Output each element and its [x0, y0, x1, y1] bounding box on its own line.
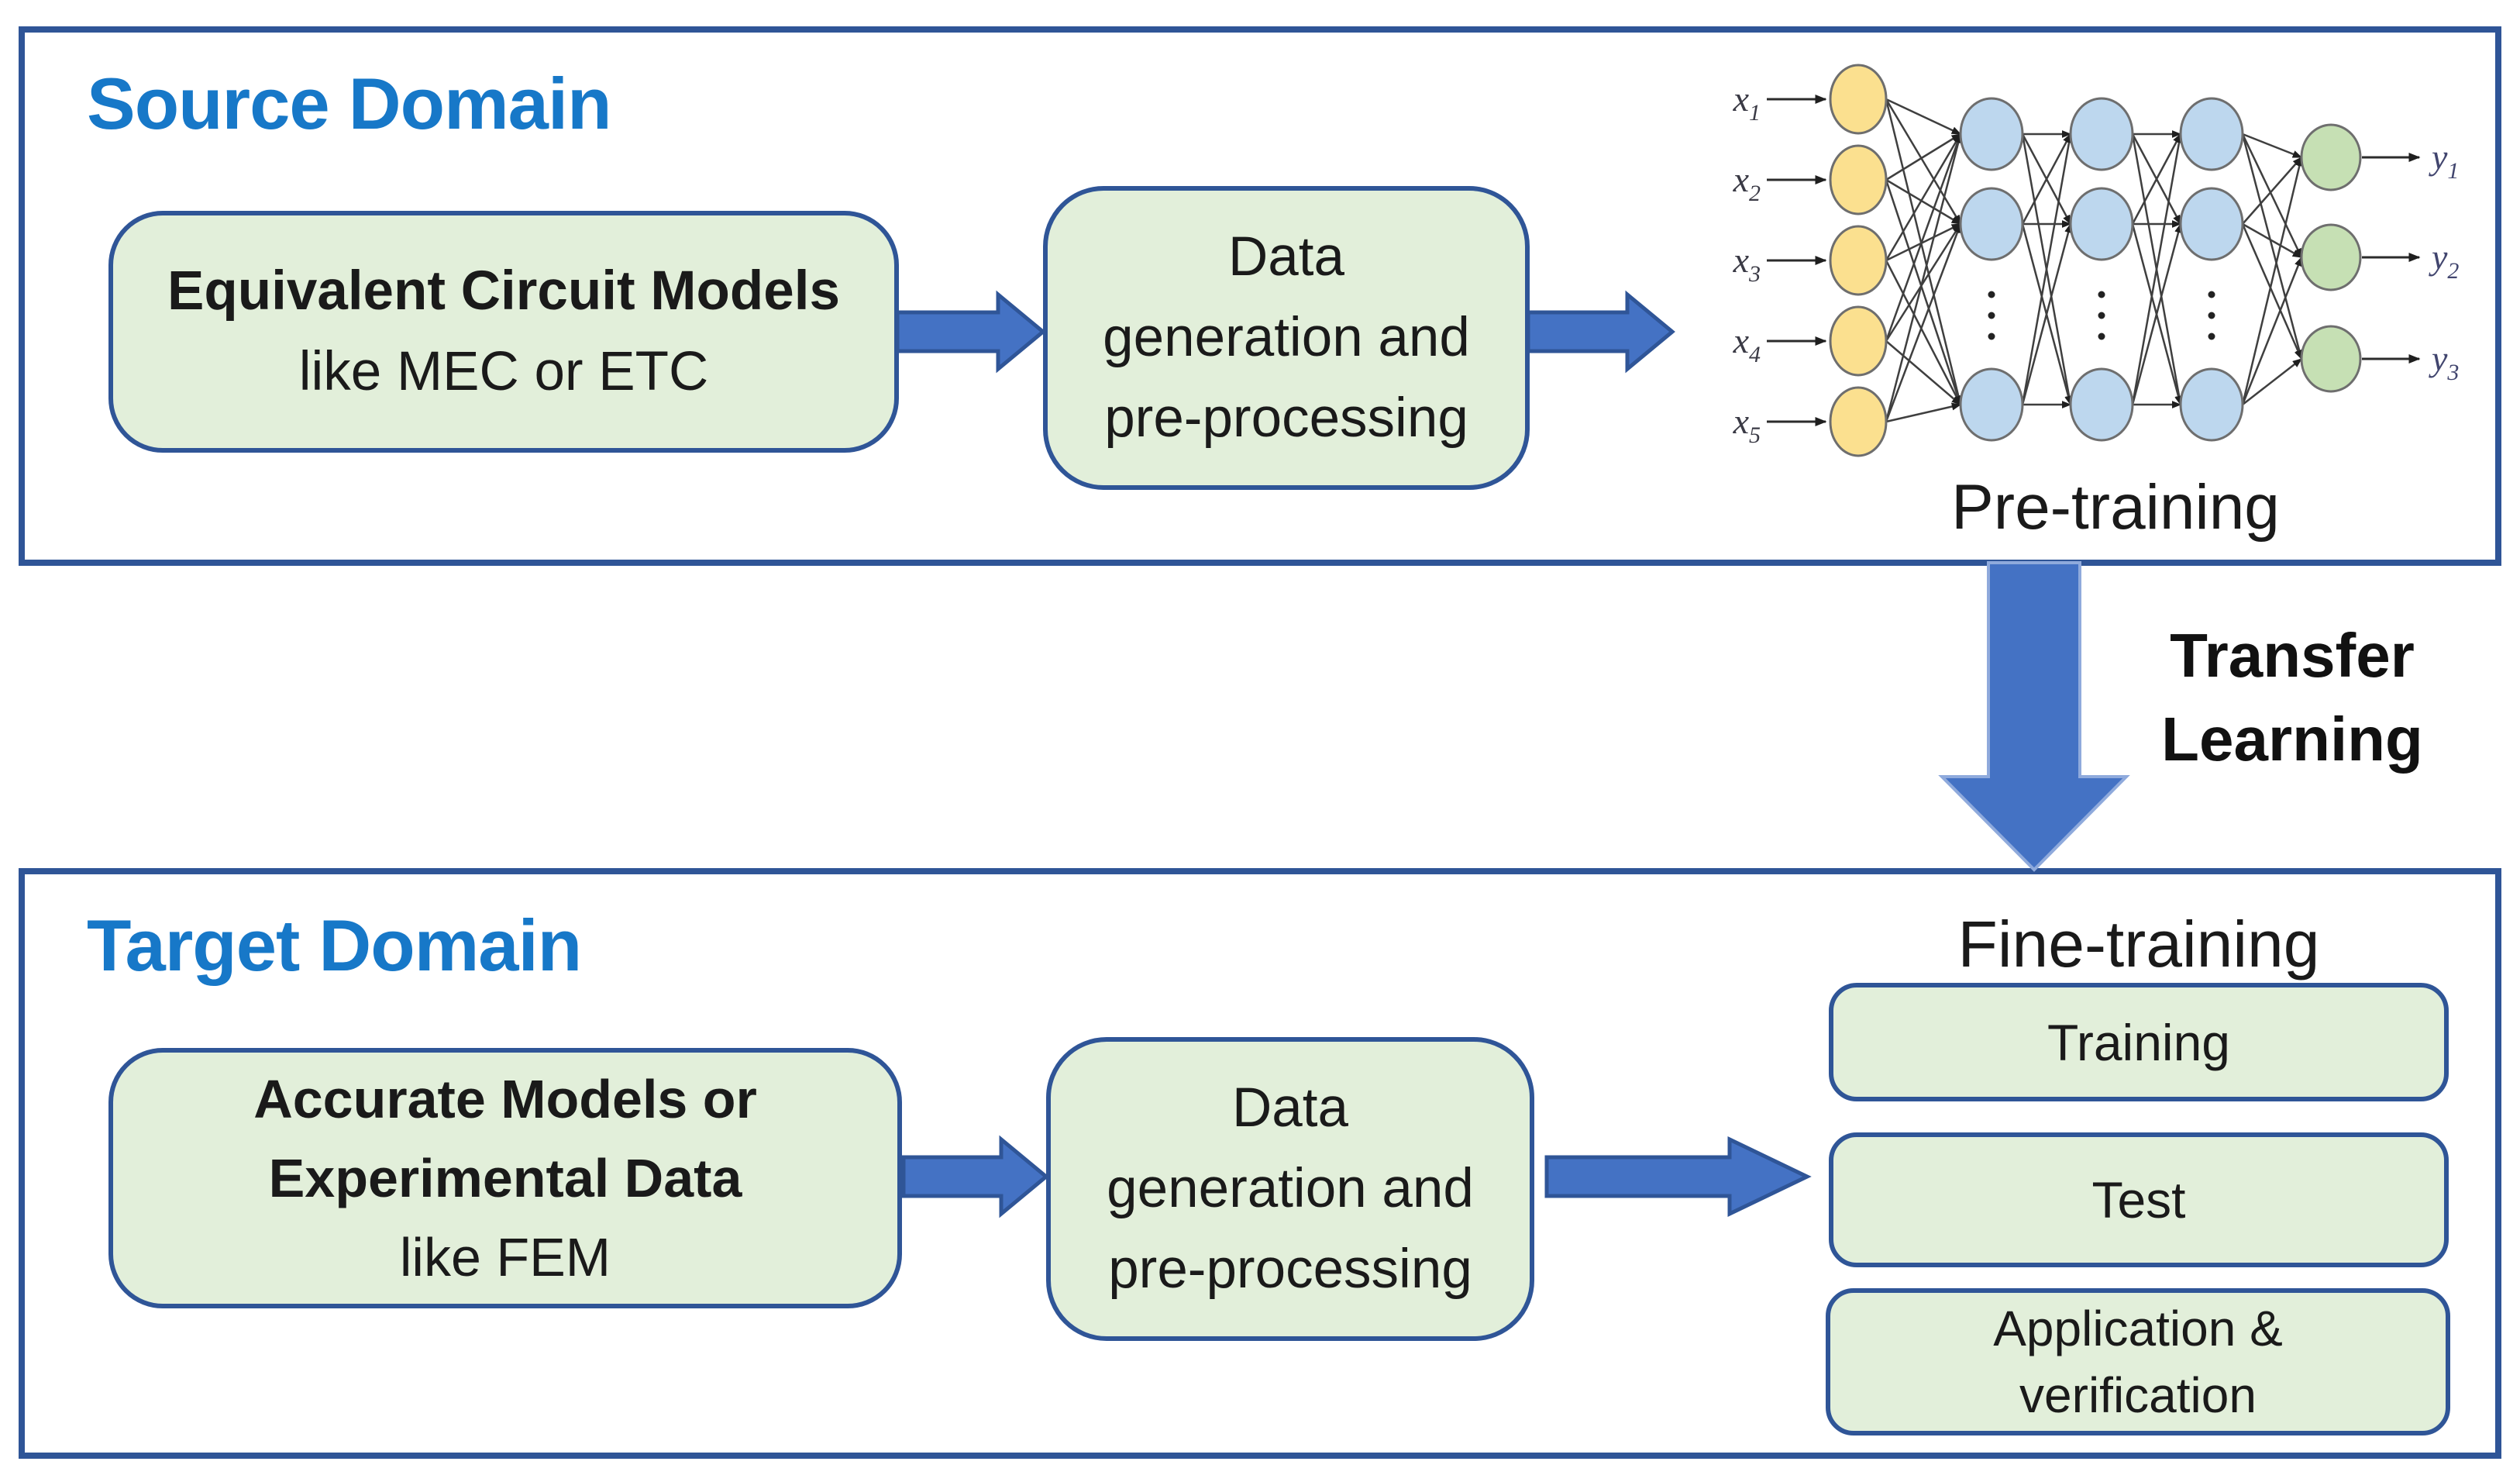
application-box-line1: Application &: [1993, 1301, 2283, 1356]
target-domain-title: Target Domain: [87, 905, 582, 986]
training-box: Training: [1829, 983, 2449, 1101]
nn-ellipsis-dots: [1988, 291, 2215, 340]
nn-output-label: y3: [2429, 339, 2459, 385]
nn-output-label: y1: [2429, 137, 2459, 184]
transfer-label-line1: Transfer: [2170, 621, 2415, 690]
nn-output-nodes: [2300, 123, 2362, 393]
application-box-line2: verification: [2019, 1367, 2257, 1423]
target-data-generation-box: Data generation and pre-processing: [1046, 1037, 1534, 1341]
nn-input-label: x2: [1733, 160, 1761, 206]
test-box-label: Test: [2091, 1171, 2186, 1229]
equivalent-circuit-models-box: Equivalent Circuit Models like MEC or ET…: [108, 211, 899, 453]
nn-input-label: x3: [1733, 240, 1761, 287]
target-datagen-line1: Data: [1232, 1077, 1348, 1139]
nn-edges: [1885, 98, 2304, 423]
ecm-box-line2: like MEC or ETC: [298, 341, 709, 402]
nn-output-arrows: [2362, 153, 2421, 364]
accurate-box-line2: Experimental Data: [268, 1148, 742, 1208]
nn-input-labels: x1 x2 x3 x4 x5: [1733, 79, 1761, 448]
ecm-box-line1: Equivalent Circuit Models: [167, 260, 840, 322]
accurate-box-line1: Accurate Models or: [253, 1069, 757, 1129]
nn-input-nodes: [1829, 64, 1888, 457]
pre-training-label: Pre-training: [1951, 472, 2280, 543]
nn-input-label: x4: [1733, 321, 1761, 367]
fine-training-label: Fine-training: [1957, 908, 2320, 981]
nn-output-label: y2: [2429, 237, 2459, 284]
application-verification-box: Application & verification: [1826, 1288, 2450, 1435]
neural-network-figure: x1 x2 x3 x4 x5 y1 y2 y3: [1733, 64, 2459, 457]
training-box-label: Training: [2047, 1013, 2230, 1071]
source-datagen-line2: generation and: [1103, 307, 1470, 368]
test-box: Test: [1829, 1132, 2449, 1267]
accurate-models-box: Accurate Models or Experimental Data lik…: [108, 1048, 902, 1308]
source-data-generation-box: Data generation and pre-processing: [1043, 186, 1530, 490]
transfer-learning-label: Transfer Learning: [2145, 614, 2439, 781]
source-datagen-line1: Data: [1228, 226, 1344, 288]
nn-hidden-nodes: [1959, 97, 2244, 442]
transfer-learning-arrow: [1938, 561, 2130, 872]
transfer-label-line2: Learning: [2161, 705, 2423, 774]
accurate-box-line3: like FEM: [399, 1227, 611, 1287]
source-domain-title: Source Domain: [87, 63, 611, 144]
nn-output-labels: y1 y2 y3: [2429, 137, 2459, 385]
nn-input-arrows: [1767, 95, 1827, 426]
nn-input-label: x1: [1733, 79, 1761, 126]
target-datagen-line3: pre-processing: [1108, 1239, 1472, 1300]
target-datagen-line2: generation and: [1107, 1158, 1474, 1219]
source-datagen-line3: pre-processing: [1104, 388, 1468, 449]
nn-input-label: x5: [1733, 402, 1761, 448]
